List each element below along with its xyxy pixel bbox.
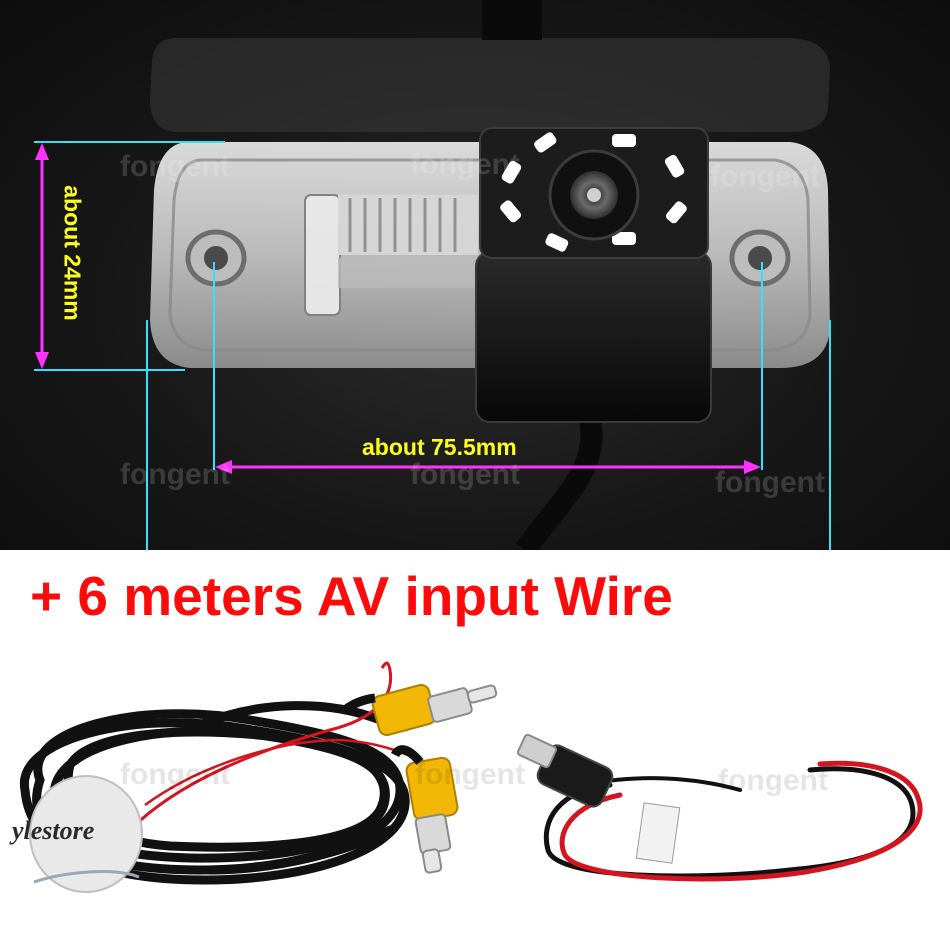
camera-cable — [515, 417, 603, 550]
width-dimension-label: about 75.5mm — [362, 434, 517, 460]
camera-body — [475, 251, 712, 423]
store-badge-text: ylestore — [12, 816, 95, 845]
store-badge-icon — [29, 775, 143, 893]
camera-illustration — [34, 0, 831, 550]
dc-power-plug — [516, 733, 614, 808]
store-badge: ylestore — [4, 772, 144, 896]
guide-lines — [34, 141, 831, 550]
red-wire-strand — [128, 661, 393, 832]
led-ring — [500, 132, 687, 252]
width-arrow — [215, 460, 761, 474]
power-cable — [543, 760, 923, 882]
height-dimension-label: about 24mm — [59, 185, 86, 321]
rca-plug-upper — [342, 683, 498, 737]
camera-photo: fongent fongent fongent fongent fongent … — [0, 0, 950, 550]
light-housing — [304, 194, 478, 316]
wire-label-tag — [635, 802, 681, 864]
headline-text: + 6 meters AV input Wire — [30, 565, 673, 627]
height-arrow — [35, 143, 49, 369]
cable-top — [482, 0, 542, 40]
bracket-reflection — [150, 38, 830, 132]
rca-plug-lower — [390, 745, 459, 874]
bracket-inner-edge — [168, 158, 812, 352]
